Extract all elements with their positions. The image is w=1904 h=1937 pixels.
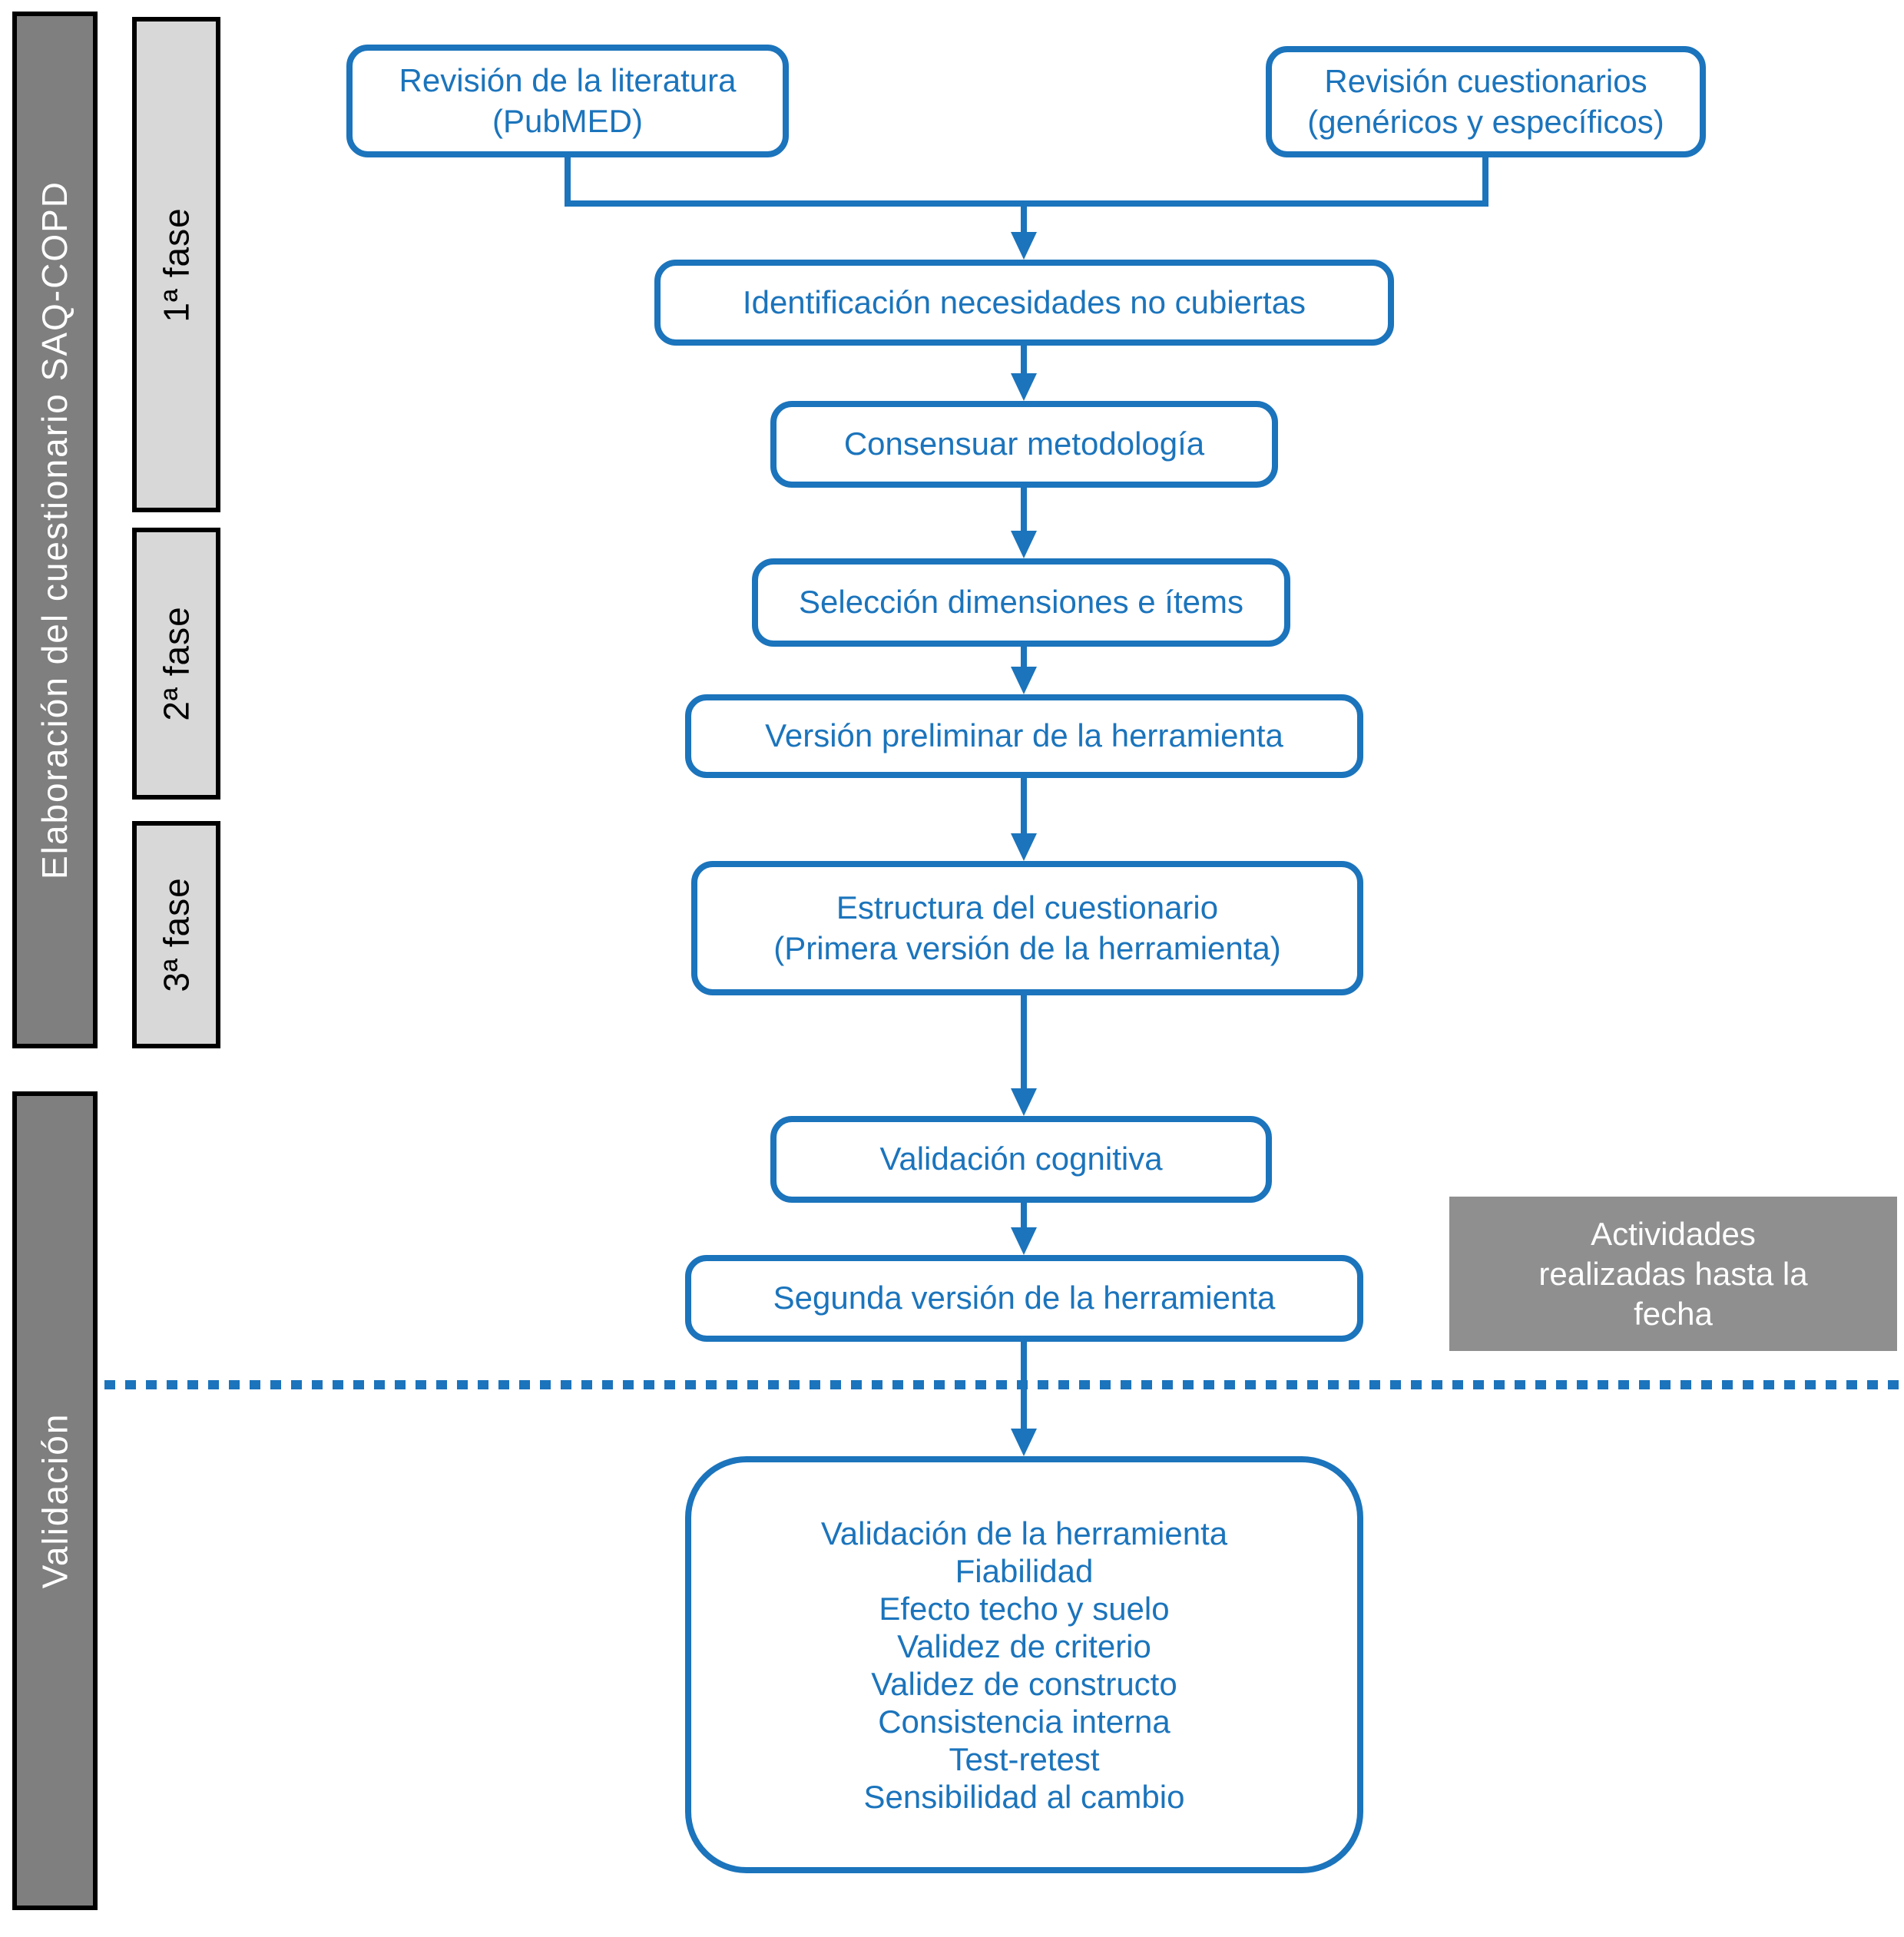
validacion-phase-bar: Validación [12, 1091, 98, 1910]
arrow-down-icon [1021, 778, 1027, 835]
arrow-down-icon [1021, 1203, 1027, 1229]
arrow-down-icon [1021, 1342, 1027, 1430]
arrow-down-icon [1011, 531, 1037, 558]
flow-box-text: Validez de constructo [871, 1665, 1177, 1702]
flow-box-text: Fiabilidad [955, 1552, 1094, 1589]
flow-box-estructura: Estructura del cuestionario (Primera ver… [691, 861, 1363, 995]
validacion-phase-label: Validación [35, 1412, 75, 1589]
connector-line [1482, 157, 1488, 207]
flow-box-text: (Primera versión de la herramienta) [773, 929, 1281, 966]
fase-3-label: 3ª fase [156, 877, 197, 992]
arrow-down-icon [1011, 1227, 1037, 1255]
flow-box-text: Efecto techo y suelo [879, 1590, 1170, 1627]
divider-dotted-line [104, 1380, 1904, 1389]
flow-box-validacion-cognitiva: Validación cognitiva [770, 1116, 1272, 1203]
connector-line [565, 200, 1488, 207]
flow-box-text: Validez de criterio [897, 1627, 1151, 1664]
arrow-down-icon [1011, 833, 1037, 861]
flow-box-text: Consistencia interna [878, 1703, 1171, 1740]
flow-box-validacion-final: Validación de la herramienta Fiabilidad … [685, 1456, 1363, 1873]
elaboracion-phase-label: Elaboración del cuestionario SAQ-COPD [35, 180, 75, 880]
actividades-annotation-box: Actividades realizadas hasta la fecha [1449, 1197, 1897, 1351]
flow-box-text: Versión preliminar de la herramienta [765, 717, 1283, 754]
flow-box-text: (PubMED) [492, 102, 644, 139]
arrow-down-icon [1011, 232, 1037, 260]
arrow-down-icon [1021, 207, 1027, 233]
annotation-text: Actividades [1591, 1215, 1756, 1252]
fase-1-label: 1ª fase [156, 207, 197, 323]
flow-box-consensuar: Consensuar metodología [770, 401, 1278, 488]
arrow-down-icon [1021, 995, 1027, 1090]
connector-line [565, 157, 571, 207]
flow-box-revision-literatura: Revisión de la literatura (PubMED) [346, 45, 789, 157]
flow-box-text: Identificación necesidades no cubiertas [742, 283, 1306, 320]
flow-box-text: Segunda versión de la herramienta [773, 1280, 1276, 1316]
flow-box-text: Test-retest [949, 1740, 1100, 1777]
annotation-text: realizadas hasta la [1538, 1255, 1808, 1292]
fase-1-bar: 1ª fase [132, 17, 220, 512]
flow-box-text: Selección dimensiones e ítems [799, 584, 1243, 621]
flow-box-text: Validación de la herramienta [820, 1515, 1228, 1551]
annotation-text: fecha [1634, 1295, 1713, 1332]
arrow-down-icon [1011, 667, 1037, 694]
flow-box-text: Sensibilidad al cambio [863, 1778, 1185, 1815]
flow-box-text: (genéricos y específicos) [1307, 103, 1664, 140]
arrow-down-icon [1011, 1088, 1037, 1116]
flow-box-text: Validación cognitiva [879, 1141, 1163, 1177]
arrow-down-icon [1021, 346, 1027, 375]
arrow-down-icon [1011, 1429, 1037, 1456]
fase-3-bar: 3ª fase [132, 821, 220, 1048]
elaboracion-phase-bar: Elaboración del cuestionario SAQ-COPD [12, 12, 98, 1048]
flow-box-segunda-version: Segunda versión de la herramienta [685, 1255, 1363, 1342]
flow-box-identificacion: Identificación necesidades no cubiertas [654, 260, 1394, 346]
arrow-down-icon [1021, 647, 1027, 668]
arrow-down-icon [1011, 373, 1037, 401]
flow-box-seleccion: Selección dimensiones e ítems [752, 558, 1290, 647]
fase-2-label: 2ª fase [156, 606, 197, 721]
flow-box-revision-cuestionarios: Revisión cuestionarios (genéricos y espe… [1266, 46, 1706, 157]
fase-2-bar: 2ª fase [132, 528, 220, 800]
flow-box-text: Revisión cuestionarios [1324, 63, 1647, 99]
flow-box-version-preliminar: Versión preliminar de la herramienta [685, 694, 1363, 778]
flow-box-text: Revisión de la literatura [399, 62, 737, 98]
flow-box-text: Consensuar metodología [843, 425, 1205, 462]
flow-box-text: Estructura del cuestionario [836, 889, 1219, 925]
arrow-down-icon [1021, 488, 1027, 532]
